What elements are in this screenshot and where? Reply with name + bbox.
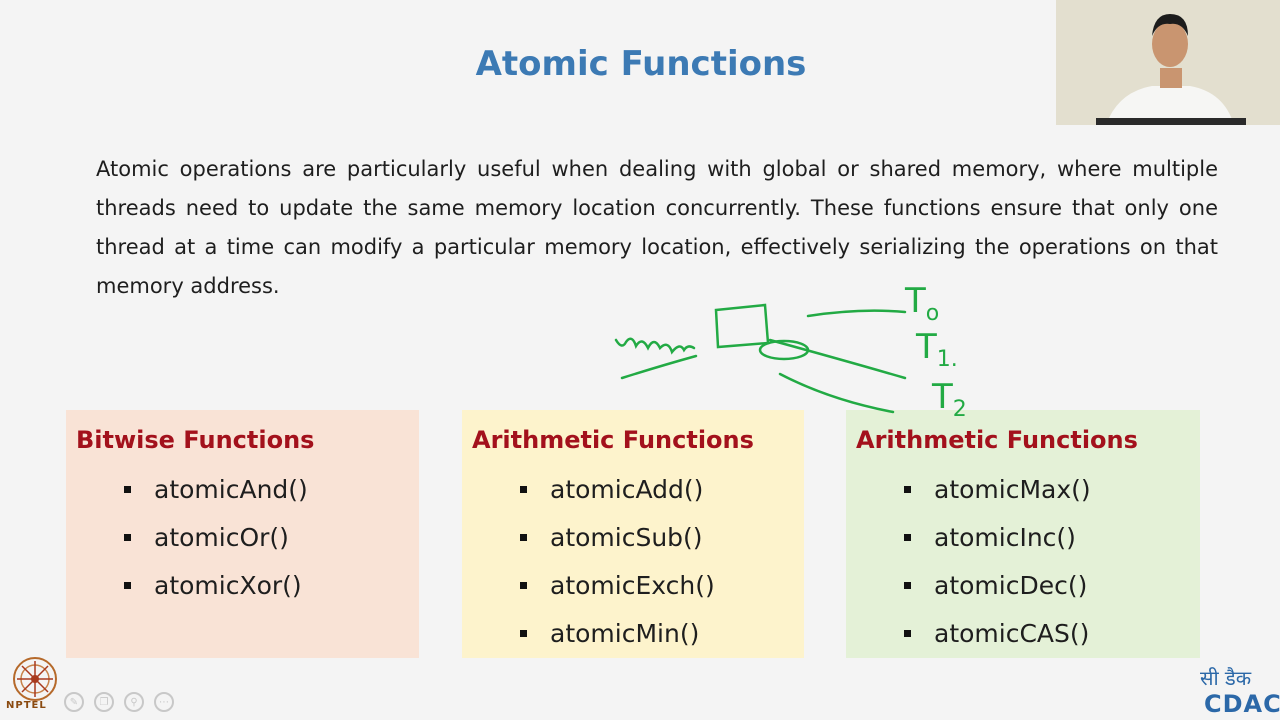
list-item: atomicInc() [904,518,1091,566]
bitwise-functions-box: Bitwise Functions atomicAnd() atomicOr()… [66,410,419,658]
bullet-icon [520,486,527,493]
bullet-icon [520,630,527,637]
zoom-icon[interactable]: ⚲ [124,692,144,712]
scribble-stroke [614,337,696,355]
bullet-icon [904,486,911,493]
player-controls[interactable]: ✎ ❐ ⚲ ⋯ [64,692,174,712]
list-item: atomicAdd() [520,470,715,518]
memory-circle-drawing [758,339,810,361]
presenter-image [1056,0,1280,125]
slide-body-paragraph: Atomic operations are particularly usefu… [96,157,1218,298]
pen-icon[interactable]: ✎ [64,692,84,712]
list-item-label: atomicExch() [550,571,715,600]
arithmetic-functions-box-2: Arithmetic Functions atomicMax() atomicI… [846,410,1200,658]
list-item: atomicMax() [904,470,1091,518]
bullet-icon [904,534,911,541]
bullet-icon [904,630,911,637]
thread-line-t1 [768,338,907,380]
thread-line-t0 [806,309,907,318]
more-icon[interactable]: ⋯ [154,692,174,712]
presenter-webcam [1056,0,1280,125]
arithmetic-functions-box-1: Arithmetic Functions atomicAdd() atomicS… [462,410,804,658]
list-item: atomicSub() [520,518,715,566]
bullet-icon [124,486,131,493]
underline-stroke [620,354,698,380]
bullet-icon [520,534,527,541]
list-item-label: atomicCAS() [934,619,1090,648]
function-list: atomicAnd() atomicOr() atomicXor() [124,470,308,614]
cdac-logo: CDAC [1204,690,1280,718]
list-item-label: atomicMin() [550,619,700,648]
list-item: atomicDec() [904,566,1091,614]
bullet-icon [124,534,131,541]
list-item-label: atomicAnd() [154,475,308,504]
thread-line-t2 [778,372,895,414]
list-item: atomicCAS() [904,614,1091,662]
box-title: Bitwise Functions [76,426,315,454]
function-list: atomicAdd() atomicSub() atomicExch() ato… [520,470,715,662]
list-item: atomicXor() [124,566,308,614]
list-item: atomicAnd() [124,470,308,518]
bullet-icon [124,582,131,589]
box-title: Arithmetic Functions [856,426,1138,454]
copy-icon[interactable]: ❐ [94,692,114,712]
list-item: atomicOr() [124,518,308,566]
list-item-label: atomicMax() [934,475,1091,504]
list-item-label: atomicAdd() [550,475,704,504]
bullet-icon [904,582,911,589]
slide-title: Atomic Functions [475,44,807,84]
function-list: atomicMax() atomicInc() atomicDec() atom… [904,470,1091,662]
list-item-label: atomicInc() [934,523,1076,552]
list-item-label: atomicDec() [934,571,1088,600]
list-item-label: atomicOr() [154,523,289,552]
box-title: Arithmetic Functions [472,426,754,454]
t1-label: T1. [915,327,958,372]
list-item: atomicMin() [520,614,715,662]
list-item-label: atomicXor() [154,571,302,600]
bullet-icon [520,582,527,589]
list-item-label: atomicSub() [550,523,703,552]
memory-box-drawing [714,303,770,349]
list-item: atomicExch() [520,566,715,614]
cdac-logo-hindi: सी डैक [1200,666,1252,690]
nptel-logo-text: NPTEL [6,700,47,711]
nptel-logo [13,657,57,701]
